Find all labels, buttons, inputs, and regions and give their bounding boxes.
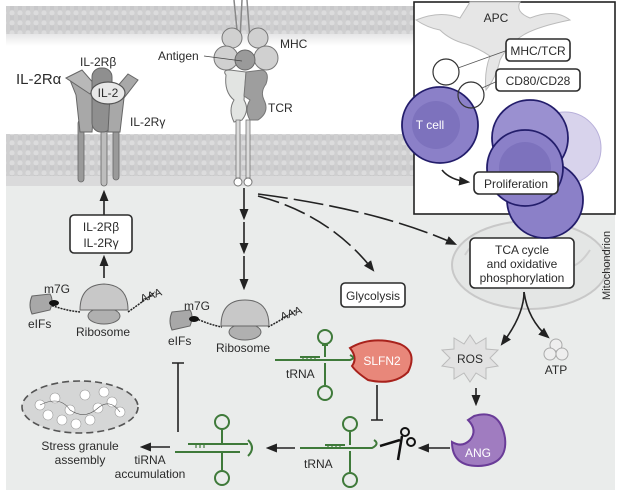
il2-label: IL-2	[98, 86, 119, 100]
mhc-label: MHC	[280, 37, 308, 51]
tcell-label: T cell	[416, 118, 444, 132]
eifs-center-label: eIFs	[168, 334, 191, 348]
ribosome-center-label: Ribosome	[216, 341, 270, 355]
m7g-left-label: m7G	[44, 282, 70, 296]
ribosome-left-label: Ribosome	[76, 325, 130, 339]
il2r-alpha-label: IL-2Rα	[16, 71, 62, 88]
stress-granule	[21, 380, 139, 434]
slfn2-label: SLFN2	[363, 354, 401, 368]
ang-enzyme: ANG	[450, 413, 507, 468]
stress-granule-line1: Stress granule	[41, 439, 119, 453]
tcr-label: TCR	[268, 101, 293, 115]
mhc-tcr-label: MHC/TCR	[510, 44, 566, 58]
inset-panel: APC T cell MHC/TCR CD80/CD28 Proliferati…	[401, 1, 616, 239]
ribosome-center	[169, 299, 297, 341]
il2r-product-line1: IL-2Rβ	[83, 220, 119, 234]
mhc-tcr-complex	[213, 0, 279, 187]
il2-receptor: IL-2	[65, 67, 139, 187]
m7g-center-label: m7G	[184, 299, 210, 313]
trna-lower-label: tRNA	[304, 457, 333, 471]
eifs-left-label: eIFs	[28, 317, 51, 331]
inhibition-tirna-to-translation	[172, 362, 184, 432]
arrow-tcr-to-tca	[257, 193, 458, 245]
scissors-icon	[379, 427, 416, 461]
inhibition-slfn2-to-cleavage	[371, 385, 383, 421]
proliferation-label: Proliferation	[484, 177, 548, 191]
tirna-line1: tiRNA	[134, 453, 165, 467]
apc-cell	[414, 1, 572, 92]
arrow-tcr-to-glycolysis	[257, 195, 375, 272]
il2r-product-line2: IL-2Rγ	[83, 236, 118, 250]
mitochondrion-label: Mitochondrion	[601, 231, 613, 300]
antigen-peptide	[234, 49, 256, 71]
trna-lower	[300, 416, 378, 488]
ros-burst: ROS	[440, 334, 500, 383]
atp-molecule: ATP	[543, 338, 569, 377]
tca-line2: and oxidative	[487, 257, 558, 271]
glycolysis-label: Glycolysis	[346, 289, 400, 303]
trna-upper	[275, 329, 354, 401]
antigen-label: Antigen	[158, 49, 199, 63]
apc-label: APC	[484, 11, 509, 25]
antigen-pointer	[203, 55, 243, 62]
il2r-product-box: IL-2Rβ IL-2Rγ	[69, 214, 133, 254]
tca-box: TCA cycle and oxidative phosphorylation	[469, 237, 575, 289]
ros-label: ROS	[457, 352, 483, 366]
tca-line3: phosphorylation	[480, 271, 565, 285]
stress-granule-line2: assembly	[55, 453, 106, 467]
arrow-tca-to-ros	[500, 291, 525, 346]
il2r-gamma-label: IL-2Rγ	[130, 115, 165, 129]
tca-line1: TCA cycle	[495, 243, 549, 257]
arrow-proliferation	[441, 169, 471, 186]
arrow-tca-to-atp	[523, 291, 550, 339]
ang-label: ANG	[465, 446, 491, 460]
atp-label: ATP	[545, 363, 567, 377]
glycolysis-box: Glycolysis	[340, 282, 406, 308]
ribosome-left	[29, 283, 156, 325]
cd80-cd28-label: CD80/CD28	[506, 74, 571, 88]
tirna-line2: accumulation	[115, 467, 186, 481]
slfn2-protein: SLFN2	[348, 339, 413, 383]
il2r-beta-label: IL-2Rβ	[80, 55, 116, 69]
tirna-fragments	[175, 414, 253, 486]
trna-upper-label: tRNA	[286, 367, 315, 381]
mhc-tcr-callout-circle	[432, 58, 460, 86]
cd80-cd28-callout-circle	[457, 81, 485, 109]
il2-ligand	[90, 81, 126, 105]
